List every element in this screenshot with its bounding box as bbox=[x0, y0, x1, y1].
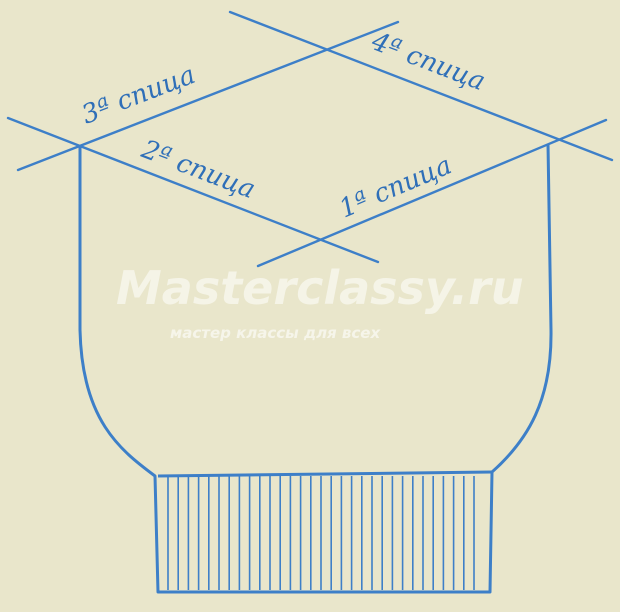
needle-line-2 bbox=[6, 116, 380, 264]
ribbing bbox=[167, 476, 475, 590]
watermark-subtitle: мастер классы для всех bbox=[170, 324, 381, 342]
ribbing-top-edge bbox=[157, 470, 493, 478]
needle-line-4 bbox=[228, 10, 614, 162]
watermark-title: Masterclassy.ru bbox=[116, 261, 524, 315]
garment-outline bbox=[78, 143, 553, 594]
